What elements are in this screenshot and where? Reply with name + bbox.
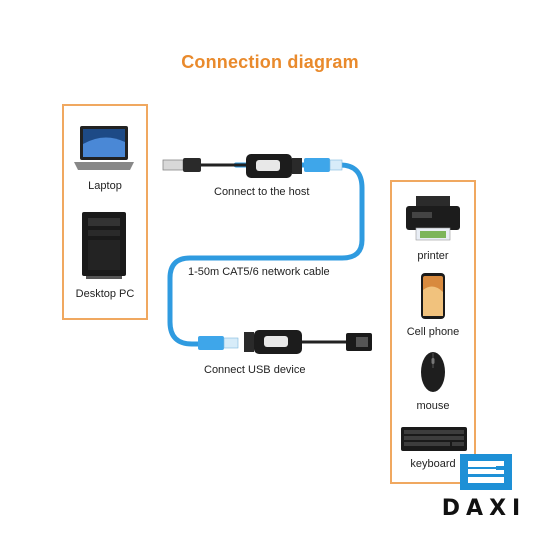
diagram-title: Connection diagram [181,52,359,72]
desktop-tower-icon [82,212,126,279]
host-label-desktop-pc: Desktop PC [75,288,135,300]
keyboard-icon [401,427,467,451]
device-label-keyboard: keyboard [410,458,456,470]
mouse-icon [421,352,445,392]
e-logo-icon [460,454,512,490]
laptop-icon [74,126,134,170]
usb-devices-box: printer Cell phone mouse keyboard [390,180,476,484]
caption-device: Connect USB device [204,364,306,376]
host-label-laptop: Laptop [88,180,122,192]
device-label-printer: printer [417,250,449,262]
smartphone-icon [421,273,445,319]
device-label-mouse: mouse [416,400,450,412]
host-devices-box: Laptop Desktop PC [62,104,148,320]
caption-host: Connect to the host [214,186,310,198]
device-label-cell-phone: Cell phone [406,326,460,338]
caption-cable: 1-50m CAT5/6 network cable [188,266,330,278]
brand-name: DAXI [441,496,527,521]
printer-icon [406,196,460,241]
